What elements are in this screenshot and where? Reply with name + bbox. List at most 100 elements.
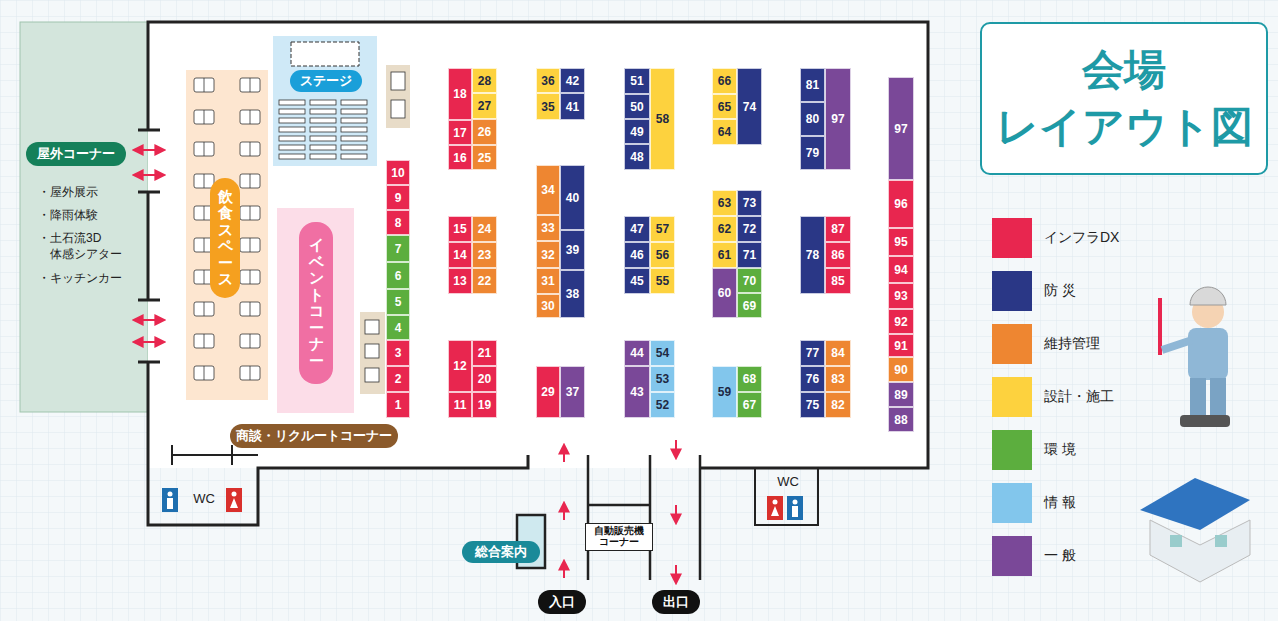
- booth-number: 43: [630, 385, 643, 399]
- dining-area: [186, 70, 268, 400]
- booth-number: 34: [541, 183, 554, 197]
- door-arrow: [134, 149, 164, 151]
- table-divider: [250, 110, 251, 124]
- seat-row: [341, 100, 367, 105]
- dining-table: [240, 302, 260, 316]
- booth-number: 77: [806, 346, 819, 360]
- booth: 35: [536, 93, 560, 120]
- seat-row: [279, 136, 305, 141]
- booth: 13: [448, 268, 472, 294]
- outdoor-item: ・降雨体験: [38, 207, 160, 223]
- booth: 5: [386, 289, 410, 315]
- booth: 65: [712, 94, 737, 119]
- dining-table: [194, 366, 214, 380]
- booth-number: 40: [566, 191, 579, 205]
- booth-number: 21: [478, 346, 491, 360]
- booth: 53: [650, 366, 675, 392]
- booth: 97: [888, 77, 914, 180]
- booth-number: 26: [478, 125, 491, 139]
- outdoor-item: ・土石流3D 体感シアター: [38, 230, 155, 262]
- male-icon: [162, 488, 178, 512]
- booth-number: 42: [566, 74, 579, 88]
- booth-number: 52: [656, 398, 669, 412]
- booth: 29: [536, 366, 560, 418]
- meeting-table: [365, 368, 379, 382]
- wall: [588, 455, 700, 580]
- booth: 66: [712, 68, 737, 94]
- legend-swatch: [992, 536, 1032, 576]
- table-divider: [204, 142, 205, 156]
- booth-number: 63: [718, 196, 731, 210]
- flow-arrow: [675, 440, 677, 458]
- meeting-area: [386, 65, 410, 128]
- booth-number: 20: [478, 372, 491, 386]
- booth: 30: [536, 294, 560, 318]
- booth-number: 39: [566, 243, 579, 257]
- booth-number: 25: [478, 151, 491, 165]
- seat-row: [279, 145, 305, 150]
- booth: 88: [888, 407, 914, 432]
- outdoor-corner-label: 屋外コーナー: [26, 142, 126, 166]
- booth-number: 92: [894, 315, 907, 329]
- booth-number: 94: [894, 263, 907, 277]
- booth-number: 55: [656, 274, 669, 288]
- booth-number: 8: [395, 216, 402, 230]
- booth: 42: [560, 68, 585, 93]
- title-text: 会場 レイアウト図: [989, 42, 1259, 155]
- stage-area: [273, 36, 377, 166]
- booth: 32: [536, 241, 560, 268]
- event-corner-label: イベントコーナー: [299, 222, 333, 384]
- table-divider: [204, 270, 205, 284]
- booth-number: 29: [541, 385, 554, 399]
- booth: 1: [386, 392, 410, 418]
- walls: [138, 22, 928, 580]
- legend-item: 情 報: [992, 483, 1076, 523]
- legend-item: 維持管理: [992, 324, 1100, 364]
- area-name: 自動販売機 コーナー: [586, 526, 652, 548]
- booth-number: 83: [831, 372, 844, 386]
- table-divider: [250, 238, 251, 252]
- legend-swatch: [992, 218, 1032, 258]
- booth: 83: [825, 366, 851, 392]
- booth-number: 59: [718, 385, 731, 399]
- seat-row: [310, 100, 336, 105]
- booth-number: 50: [630, 100, 643, 114]
- booth-number: 2: [395, 372, 402, 386]
- seat-row: [310, 109, 336, 114]
- booth-number: 66: [718, 74, 731, 88]
- door-arrow: [134, 319, 164, 321]
- seat-row: [279, 127, 305, 132]
- legend-swatch: [992, 483, 1032, 523]
- booth: 3: [386, 340, 410, 366]
- booth-number: 36: [541, 74, 554, 88]
- worker-leg: [1210, 378, 1226, 418]
- booth: 62: [712, 216, 737, 242]
- legend-text: 情 報: [1044, 494, 1076, 512]
- booth-number: 23: [478, 248, 491, 262]
- booth: 75: [800, 392, 825, 418]
- booth: 14: [448, 242, 472, 268]
- booth-number: 76: [806, 372, 819, 386]
- building-roof: [1140, 478, 1250, 530]
- seat-row: [310, 145, 336, 150]
- booth-number: 90: [894, 363, 907, 377]
- seat-row: [279, 154, 305, 159]
- booth-number: 58: [656, 112, 669, 126]
- seat-row: [279, 100, 305, 105]
- booth: 89: [888, 382, 914, 407]
- seat-row: [341, 127, 367, 132]
- worker-illustration: [1160, 287, 1230, 427]
- legend-item: 防 災: [992, 271, 1076, 311]
- booth-number: 70: [743, 274, 756, 288]
- dining-table: [194, 110, 214, 124]
- toilet-label: WC: [770, 474, 806, 489]
- building-window: [1215, 535, 1227, 547]
- booth-number: 12: [453, 359, 466, 373]
- booth-number: 47: [630, 222, 643, 236]
- booth-number: 51: [630, 74, 643, 88]
- area-name: 入口: [549, 593, 575, 611]
- area-name: ステージ: [300, 72, 352, 90]
- booth-number: 61: [718, 248, 731, 262]
- booth: 31: [536, 268, 560, 294]
